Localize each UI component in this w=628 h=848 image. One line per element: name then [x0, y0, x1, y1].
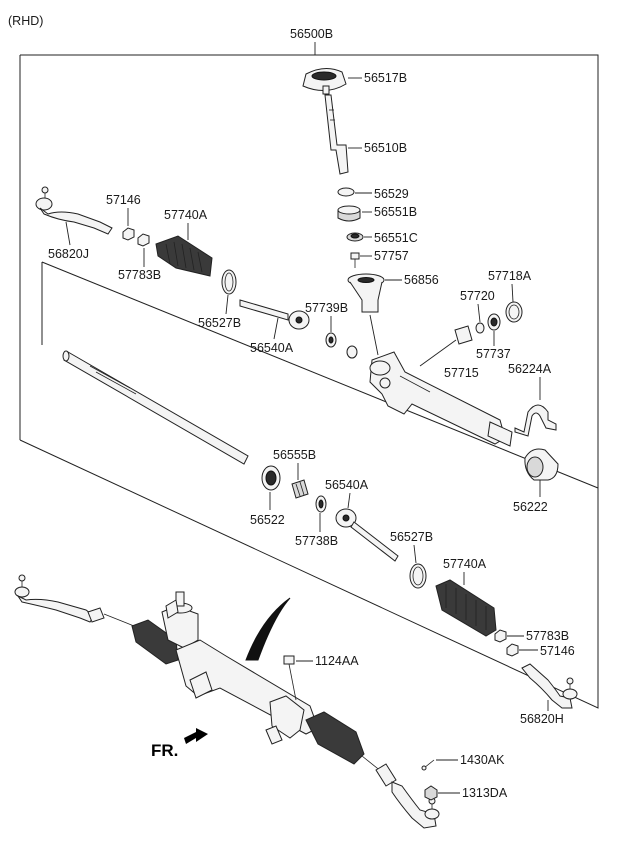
front-direction-label: FR. — [151, 741, 178, 760]
part-57146-left[interactable] — [122, 227, 135, 241]
label-57740A-right: 57740A — [443, 557, 487, 571]
label-57146-left: 57146 — [106, 193, 141, 207]
part-56551B[interactable] — [337, 205, 361, 222]
part-56527B-right[interactable] — [409, 563, 427, 589]
part-1430AK[interactable] — [421, 759, 435, 771]
part-57718A[interactable] — [505, 301, 523, 323]
label-56224A: 56224A — [508, 362, 552, 376]
leader-56820J — [65, 221, 71, 246]
label-56527B-right: 56527B — [390, 530, 433, 544]
label-56551B: 56551B — [374, 205, 417, 219]
label-57757: 57757 — [374, 249, 409, 263]
assembly-frame-lower — [19, 439, 599, 709]
label-56522: 56522 — [250, 513, 285, 527]
part-56540A-left[interactable] — [239, 299, 310, 330]
label-56820J: 56820J — [48, 247, 89, 261]
label-56529: 56529 — [374, 187, 409, 201]
leader-57718A — [511, 283, 514, 303]
lock-ring[interactable] — [346, 345, 358, 359]
part-57739B[interactable] — [325, 332, 337, 348]
label-56510B: 56510B — [364, 141, 407, 155]
part-56224A[interactable] — [514, 404, 557, 437]
part-56551C[interactable] — [346, 232, 364, 242]
leader-57720 — [477, 303, 481, 323]
label-56856: 56856 — [404, 273, 439, 287]
part-57737[interactable] — [487, 313, 501, 331]
leader-56527B-left — [225, 294, 229, 315]
part-56820J[interactable] — [35, 186, 113, 235]
label-56222: 56222 — [513, 500, 548, 514]
part-57738B[interactable] — [315, 495, 327, 513]
label-56527B-left: 56527B — [198, 316, 241, 330]
part-57720[interactable] — [475, 322, 485, 334]
label-1124AA: 1124AA — [315, 654, 359, 668]
leader-57715-line — [419, 339, 457, 367]
variant-label: (RHD) — [8, 14, 43, 28]
assembled-steering-gear[interactable] — [14, 574, 440, 829]
inner-frame-top — [41, 261, 599, 489]
label-56551C: 56551C — [374, 231, 418, 245]
leader-56540A-right — [347, 492, 351, 509]
assembly-frame — [19, 54, 599, 588]
part-1124AA[interactable] — [283, 655, 297, 701]
part-56856[interactable] — [347, 273, 385, 313]
part-57740A-right[interactable] — [435, 579, 497, 637]
part-57146-right[interactable] — [506, 643, 519, 657]
part-57757[interactable] — [350, 252, 360, 268]
part-56517B[interactable] — [302, 68, 347, 95]
label-57720: 57720 — [460, 289, 495, 303]
label-57738B: 57738B — [295, 534, 338, 548]
label-57783B-right: 57783B — [526, 629, 569, 643]
part-56820H[interactable] — [521, 663, 578, 709]
label-57146-right: 57146 — [540, 644, 575, 658]
part-56540A-right[interactable] — [335, 508, 399, 562]
part-56529[interactable] — [337, 187, 355, 197]
label-56517B: 56517B — [364, 71, 407, 85]
part-56555B[interactable] — [291, 479, 309, 499]
rack-bar[interactable] — [62, 350, 249, 465]
assembly-label: 56500B — [290, 27, 333, 41]
part-56522[interactable] — [261, 465, 281, 491]
label-57740A-left: 57740A — [164, 208, 208, 222]
label-57783B-left: 57783B — [118, 268, 161, 282]
part-57783B-left[interactable] — [137, 233, 150, 247]
front-arrow-icon — [184, 728, 208, 744]
label-56540A-left: 56540A — [250, 341, 294, 355]
part-1313DA[interactable] — [424, 785, 438, 801]
part-56510B[interactable] — [324, 94, 349, 175]
label-57737: 57737 — [476, 347, 511, 361]
part-57715[interactable] — [454, 325, 473, 345]
label-56555B: 56555B — [273, 448, 316, 462]
label-1313DA: 1313DA — [462, 786, 508, 800]
label-1430AK: 1430AK — [460, 753, 505, 767]
leader-56540A-left — [273, 317, 279, 340]
part-56222[interactable] — [524, 448, 559, 481]
label-56820H: 56820H — [520, 712, 564, 726]
label-56540A-right: 56540A — [325, 478, 369, 492]
part-57783B-right[interactable] — [494, 629, 507, 643]
label-57718A: 57718A — [488, 269, 532, 283]
part-57740A-left[interactable] — [155, 235, 213, 277]
label-57715: 57715 — [444, 366, 479, 380]
leader-56527B-right — [413, 544, 417, 564]
label-57739B: 57739B — [305, 301, 348, 315]
assembly-sweep-arrow — [245, 597, 291, 661]
part-56527B-left[interactable] — [221, 269, 237, 295]
gear-housing[interactable] — [369, 314, 513, 447]
